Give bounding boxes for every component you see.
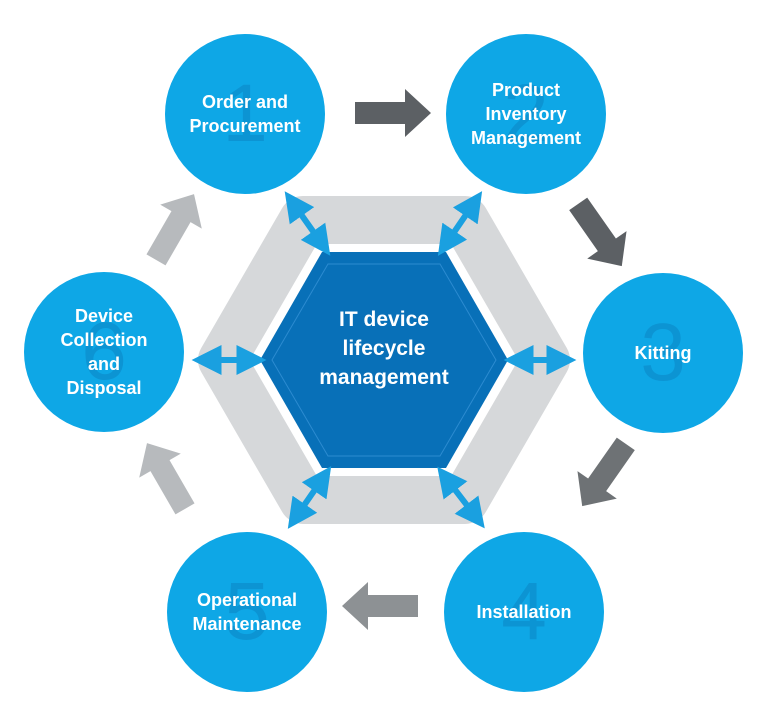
center-hexagon (260, 252, 508, 468)
step-number: 5 (224, 566, 270, 657)
step-node-operational-maintenance: 5 Operational Maintenance (167, 532, 327, 692)
center-title: IT device lifecycle management (319, 308, 449, 389)
step-node-kitting: 3 Kitting (583, 273, 743, 433)
step-node-device-collection-disposal: 6 Device Collection and Disposal (24, 272, 184, 432)
step-node-order-procurement: 1 Order and Procurement (165, 34, 325, 194)
step-number: 3 (640, 307, 686, 398)
step-label: Installation (476, 602, 572, 622)
flow-arrow-5-to-6 (139, 443, 195, 515)
step-node-product-inventory: 2 Product Inventory Management (446, 34, 606, 194)
step-number: 4 (501, 566, 547, 657)
step-label: Device Collection and Disposal (60, 306, 148, 398)
step-number: 6 (81, 306, 127, 397)
flow-arrow-2-to-3 (569, 197, 627, 267)
step-number: 1 (222, 68, 268, 159)
center-hexagon-inner-outline (271, 263, 497, 457)
step-label: Kitting (634, 343, 692, 363)
step-label: Operational Maintenance (192, 590, 302, 634)
connector-arrow-1 (284, 191, 331, 256)
step-node-installation: 4 Installation (444, 532, 604, 692)
flow-arrow-6-to-1 (146, 194, 202, 266)
step-label: Product Inventory Management (470, 80, 582, 148)
connector-arrow-2 (437, 191, 483, 256)
step-number: 2 (503, 68, 549, 159)
flow-arrow-4-to-5 (342, 582, 418, 630)
flow-arrow-3-to-4 (577, 437, 635, 507)
flow-arrow-1-to-2 (355, 89, 431, 137)
connector-arrow-4 (437, 466, 485, 529)
connector-arrow-5 (287, 466, 332, 529)
step-label: Order and Procurement (189, 92, 301, 136)
